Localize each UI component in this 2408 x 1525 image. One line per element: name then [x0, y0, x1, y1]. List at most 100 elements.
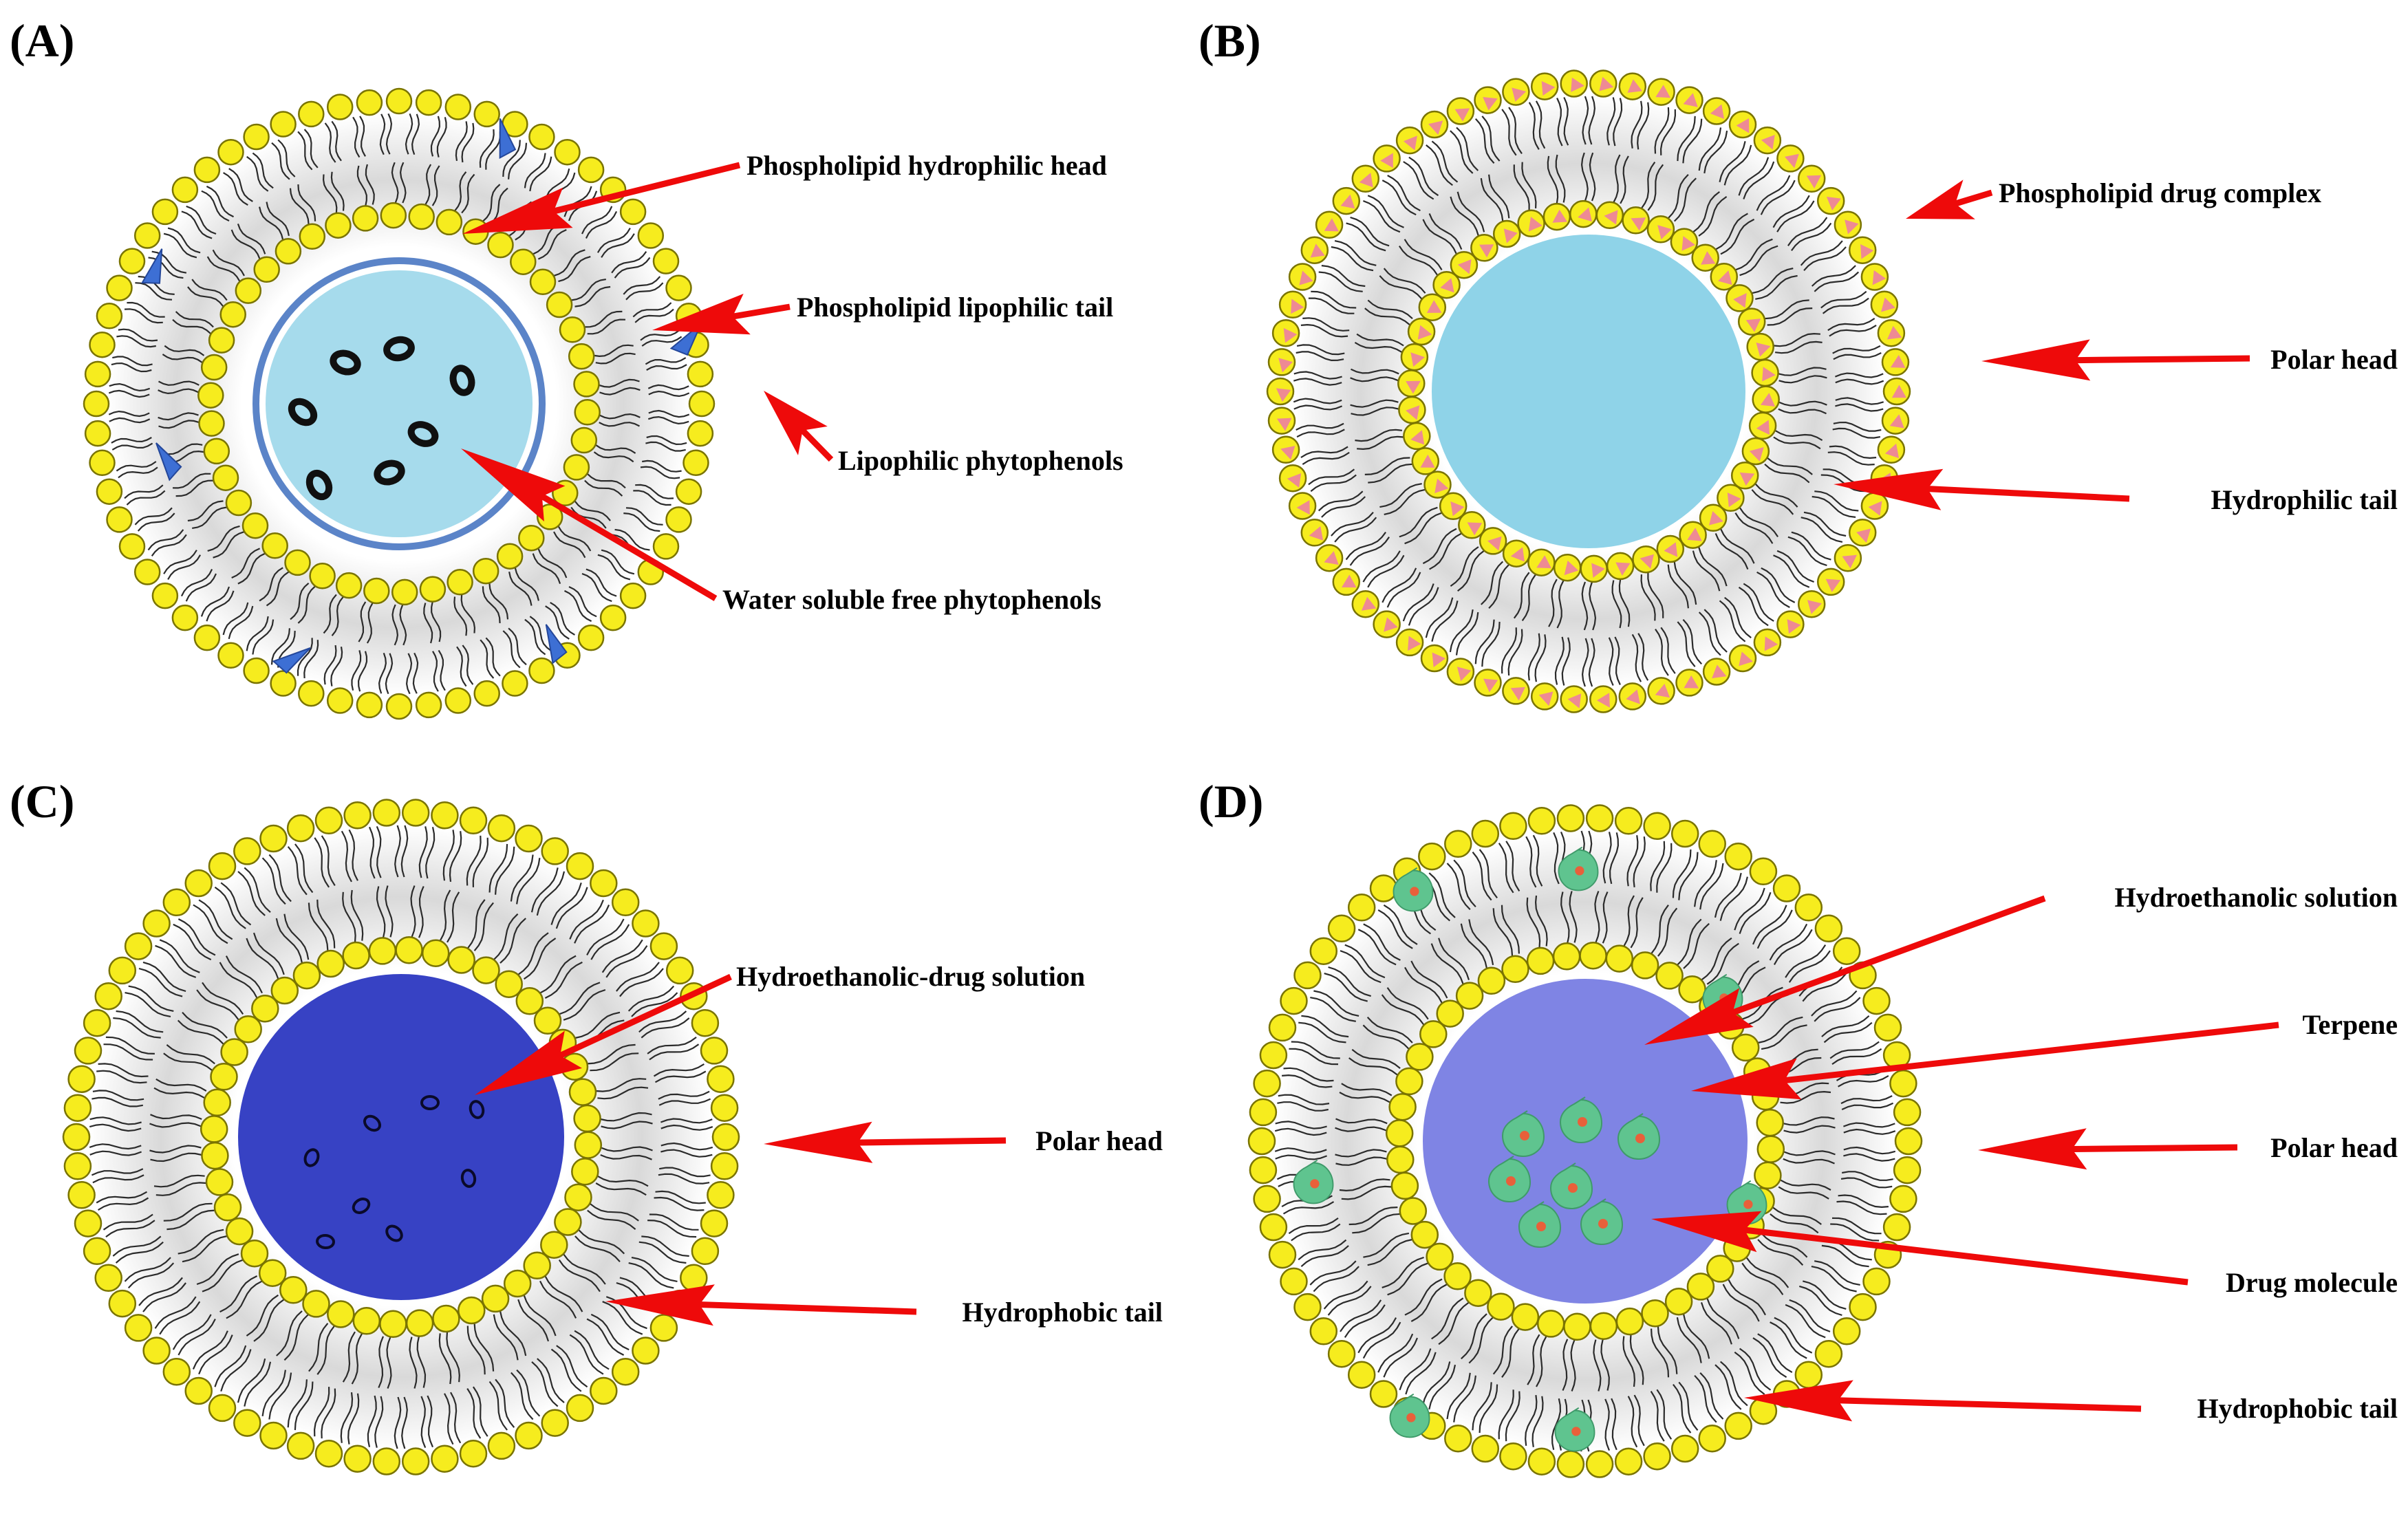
outer-tail: [641, 1017, 690, 1039]
inner-tail: [316, 1325, 336, 1375]
drug-dot: [1310, 1179, 1320, 1189]
outer-tail: [623, 512, 660, 532]
outer-tail: [1694, 1374, 1717, 1423]
outer-tail: [1835, 378, 1884, 385]
outer-tail: [605, 945, 648, 978]
inner-tail: [499, 1310, 527, 1356]
phospholipid-head: [210, 1063, 238, 1091]
phospholipid-head: [573, 371, 600, 398]
panel-letter-b: (B): [1198, 14, 1261, 67]
outer-tail: [1340, 950, 1382, 984]
drug-marker: [1406, 405, 1420, 420]
outer-tail: [1719, 1361, 1748, 1407]
outer-tail: [1631, 634, 1642, 682]
outer-tail: [1756, 909, 1793, 949]
phospholipid-head: [687, 420, 714, 447]
outer-tail: [647, 1220, 697, 1238]
drug-marker: [1712, 664, 1727, 679]
phospholipid-head: [1464, 1279, 1492, 1307]
outer-tail: [198, 1334, 233, 1375]
inner-tail: [1480, 177, 1504, 221]
outer-tail: [1698, 127, 1722, 171]
phospholipid-head: [1556, 804, 1585, 832]
phospholipid-head: [1873, 1013, 1902, 1042]
outer-tail: [1703, 130, 1728, 174]
phospholipid-head: [687, 360, 714, 388]
outer-tail: [1291, 1041, 1340, 1059]
inner-tail: [350, 889, 364, 941]
phospholipid-head: [326, 94, 354, 120]
phospholipid-head: [1589, 1312, 1618, 1340]
drug-marker: [1503, 228, 1518, 244]
phospholipid-head: [675, 478, 702, 505]
phospholipid-head: [270, 976, 299, 1005]
phospholipid-head: [487, 1431, 516, 1460]
phospholipid-head: [385, 693, 413, 720]
outer-tail: [1296, 351, 1344, 362]
inner-tail: [460, 594, 476, 634]
outer-tail: [1528, 102, 1540, 150]
outer-tail: [586, 1318, 625, 1356]
outer-tail: [436, 117, 447, 158]
outer-tail: [585, 210, 618, 239]
inner-tail: [1501, 1328, 1520, 1378]
inner-tail: [297, 585, 316, 624]
lipophilic-phytophenols: [141, 118, 702, 674]
phospholipid-head: [241, 512, 269, 539]
inner-tail: [1728, 1279, 1766, 1316]
outer-tail: [167, 227, 201, 254]
outer-tail: [1814, 1260, 1860, 1286]
inner-tail: [1722, 1284, 1760, 1322]
callout-arrow: [1651, 1211, 2189, 1286]
inner-tail: [1783, 1125, 1836, 1134]
drug-marker: [1340, 194, 1355, 209]
outer-tail: [287, 846, 308, 896]
outer-tail: [631, 992, 678, 1017]
phospholipid-head: [1527, 1447, 1556, 1475]
callout-label-d-2: Terpene: [2302, 1009, 2398, 1040]
phospholipid-head: [1418, 842, 1446, 871]
phospholipid-head: [234, 1015, 262, 1043]
drug-marker: [1276, 418, 1292, 431]
inner-tail: [1364, 307, 1411, 326]
inner-tail: [231, 548, 261, 578]
outer-tail: [1535, 100, 1546, 149]
phospholipid-head: [515, 824, 543, 853]
outer-tail: [536, 871, 566, 916]
phospholipid-head: [459, 806, 488, 835]
drug-marker: [1410, 430, 1425, 445]
outer-tail: [1350, 216, 1390, 247]
phospholipid-head: [559, 316, 586, 343]
drug-marker: [1761, 135, 1775, 150]
inner-tail: [342, 891, 356, 942]
inner-tail: [1404, 1278, 1443, 1316]
phospholipid-head: [108, 956, 137, 985]
outer-tail: [646, 435, 687, 446]
outer-tail: [647, 1036, 697, 1054]
drug-marker: [1868, 501, 1882, 516]
inner-tail: [289, 188, 310, 225]
outer-tail: [96, 1070, 147, 1084]
inner-tail: [1673, 177, 1697, 222]
drug-marker: [1626, 689, 1640, 704]
phospholipid-head: [599, 604, 627, 631]
inner-tail: [1651, 1328, 1670, 1378]
outer-tail: [352, 116, 361, 158]
phospholipid-head: [335, 572, 363, 599]
phospholipid-head: [611, 1357, 640, 1386]
phytophenol-flake: [155, 442, 182, 482]
outer-tail: [1791, 531, 1831, 561]
outer-tail: [167, 554, 202, 580]
inner-tail: [1339, 1092, 1391, 1103]
outer-tail: [444, 1393, 454, 1445]
phospholipid-head: [259, 1421, 288, 1450]
drug-marker: [1845, 219, 1859, 235]
outer-tail: [631, 1257, 678, 1282]
outer-tail: [1362, 199, 1401, 233]
inner-tail: [1366, 1017, 1413, 1043]
phospholipid-head: [1614, 807, 1643, 835]
drug-marker: [1541, 80, 1556, 96]
phospholipid-head: [1247, 1127, 1276, 1156]
inner-tail: [153, 1087, 206, 1099]
phospholipid-head: [314, 806, 343, 835]
